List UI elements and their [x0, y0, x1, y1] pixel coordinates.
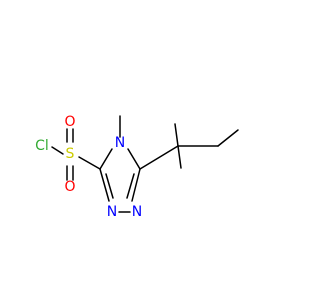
molecule-structure: Cl S O O N N N — [35, 114, 239, 220]
sulfur-label: S — [66, 146, 75, 162]
bond-c3-n2-a — [99, 168, 110, 202]
bond-cq-methyl-up — [174, 123, 179, 147]
ring-nitrogen-methyl-label: N — [115, 135, 125, 151]
bond-n1-c5-a — [131, 168, 141, 202]
atom-labels: Cl S O O N N N — [35, 114, 142, 220]
bond-n1-c5-b — [126, 173, 135, 199]
ring-nitrogen-2-label: N — [132, 204, 142, 220]
bond-ch2-ch3 — [217, 129, 239, 147]
bond-s-c3 — [78, 156, 101, 170]
bond-c3-n2-b — [105, 173, 114, 199]
chlorine-label: Cl — [35, 138, 49, 154]
bond-c5-cq — [139, 145, 179, 170]
bond-n4-c5 — [127, 148, 141, 170]
bonds — [51, 115, 239, 213]
bond-c3-n4 — [99, 148, 113, 170]
oxygen-bottom-label: O — [64, 179, 75, 195]
bond-cq-methyl-down — [177, 145, 182, 169]
ring-nitrogen-1-label: N — [107, 204, 117, 220]
bond-cl-s — [51, 146, 64, 155]
oxygen-top-label: O — [64, 114, 75, 130]
